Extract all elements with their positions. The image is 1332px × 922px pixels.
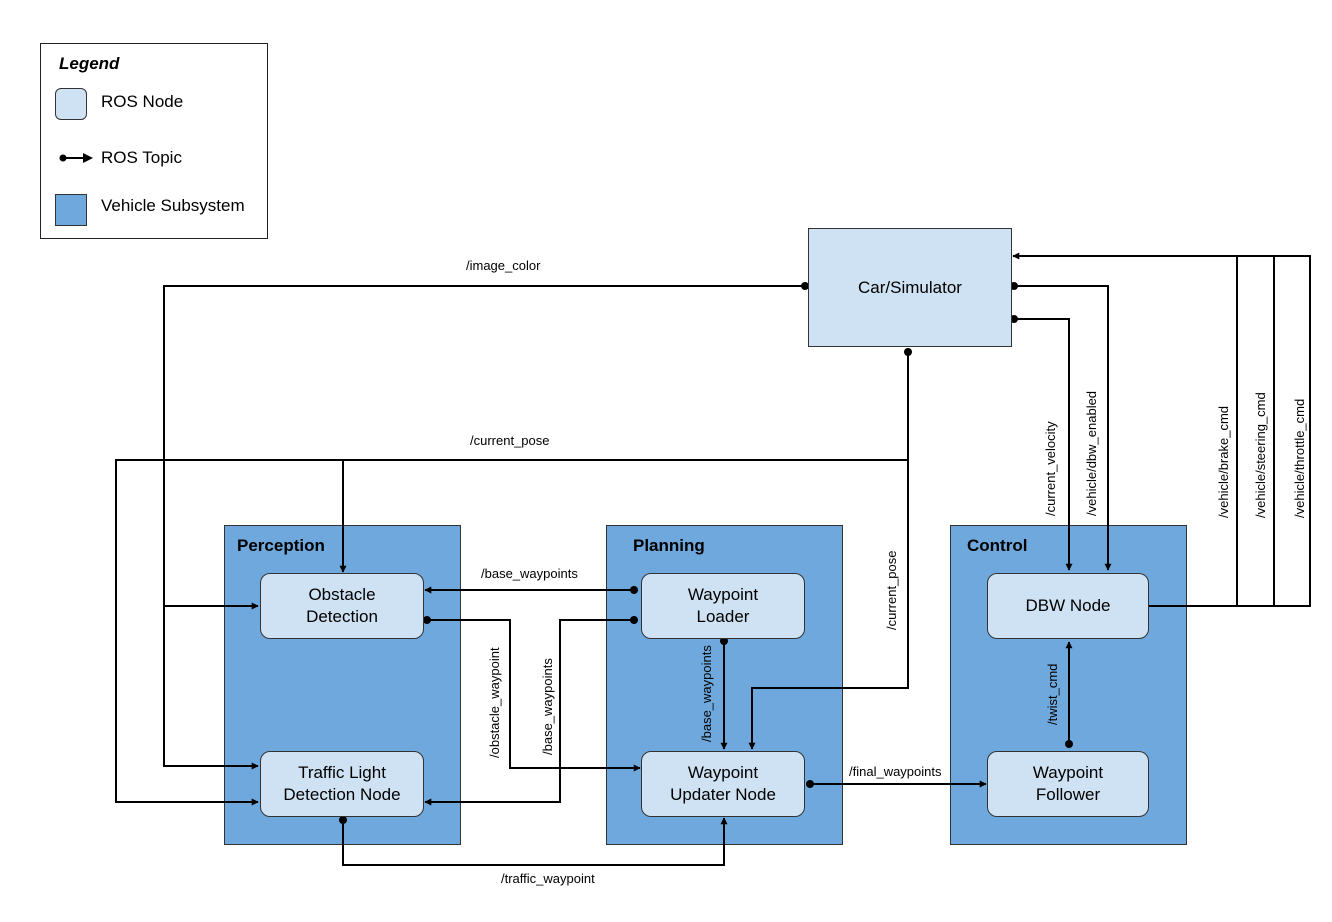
waypoint-updater-node: Waypoint Updater Node	[641, 751, 805, 817]
obstacle-waypoint-label: /obstacle_waypoint	[487, 647, 502, 758]
final-waypoints-label: /final_waypoints	[849, 764, 942, 779]
dbw-enabled-path	[1014, 285, 1112, 571]
base-waypoints-traffic-path	[424, 619, 634, 806]
current-pose-updater-path	[748, 460, 909, 750]
waypoint-follower-node: Waypoint Follower	[987, 751, 1149, 817]
legend-ros-node-label: ROS Node	[101, 92, 184, 111]
dbw-node: DBW Node	[987, 573, 1149, 639]
current-velocity-path	[1014, 318, 1073, 571]
base-waypoints-v-label: /base_waypoints	[540, 658, 555, 755]
obstacle-detection-node: Obstacle Detection	[260, 573, 424, 639]
base-waypoints-loader-label: /base_waypoints	[699, 645, 714, 742]
traffic-waypoint-path	[342, 817, 728, 866]
image-color-label: /image_color	[466, 258, 541, 273]
waypoint-loader-node: Waypoint Loader	[641, 573, 805, 639]
traffic-light-detection-node: Traffic Light Detection Node	[260, 751, 424, 817]
legend-subsystem-label: Vehicle Subsystem	[101, 196, 245, 215]
base-waypoints-h-label: /base_waypoints	[481, 566, 578, 581]
vehicle-cmd-path	[1012, 252, 1311, 607]
dbw-enabled-label: /vehicle/dbw_enabled	[1084, 390, 1099, 516]
control-title: Control	[967, 536, 1028, 555]
traffic-waypoint-label: /traffic_waypoint	[501, 871, 595, 886]
current-velocity-label: /current_velocity	[1043, 421, 1058, 516]
image-color-path	[163, 285, 805, 770]
steering-cmd-label: /vehicle/steering_cmd	[1253, 392, 1268, 518]
legend: Legend ROS Node ROS Topic Vehicle Subsys…	[40, 43, 268, 239]
obstacle-waypoint-path	[427, 619, 641, 772]
brake-cmd-label: /vehicle/brake_cmd	[1216, 406, 1231, 518]
legend-ros-topic-label: ROS Topic	[101, 148, 182, 167]
legend-title: Legend	[59, 54, 120, 73]
legend-ros-node-swatch	[55, 88, 87, 120]
current-pose-top-label: /current_pose	[470, 433, 550, 448]
planning-title: Planning	[633, 536, 705, 555]
twist-cmd-label: /twist_cmd	[1045, 663, 1060, 725]
car-simulator-node: Car/Simulator	[808, 228, 1012, 347]
throttle-cmd-label: /vehicle/throttle_cmd	[1292, 398, 1307, 518]
legend-subsystem-swatch	[55, 194, 87, 226]
perception-title: Perception	[237, 536, 325, 555]
current-pose-side-label: /current_pose	[884, 550, 899, 631]
current-pose-left-path	[115, 352, 909, 806]
legend-ros-topic-arrow-icon	[59, 153, 93, 163]
